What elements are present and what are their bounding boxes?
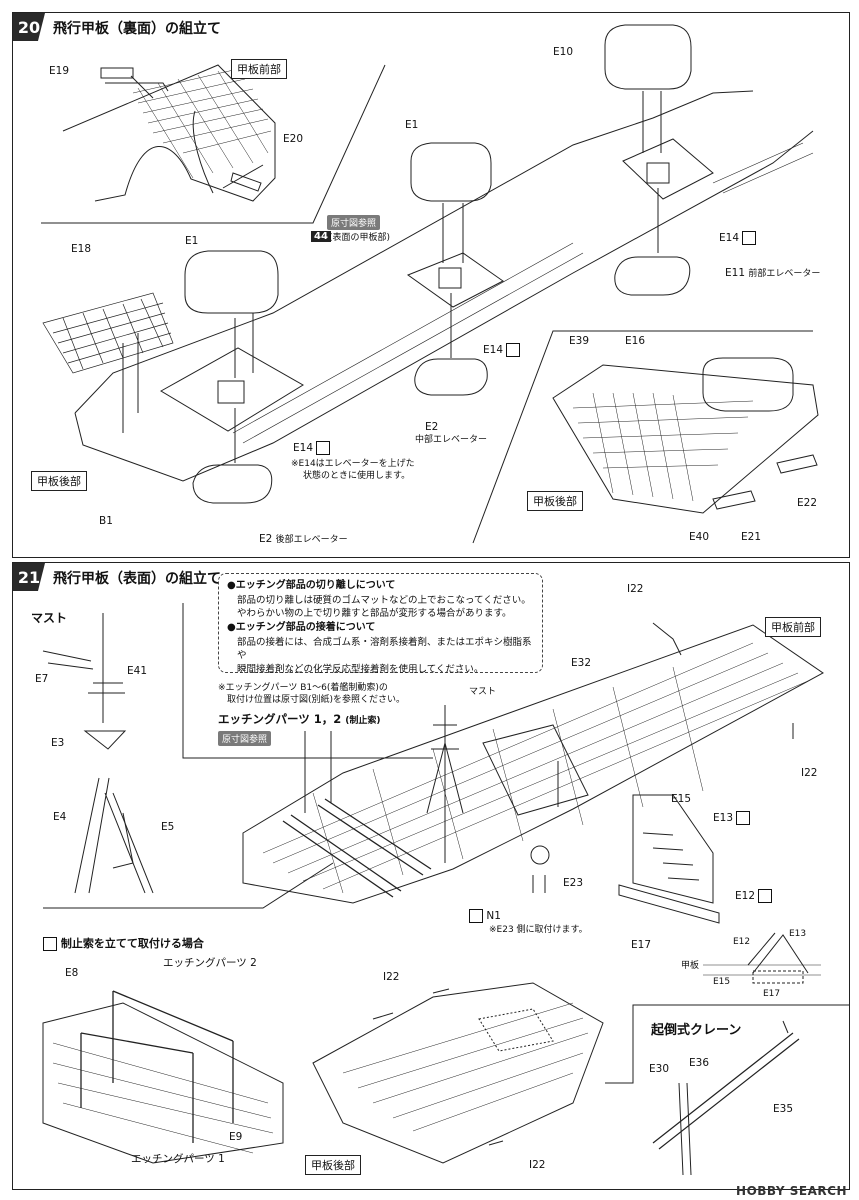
xsec-e12: E12	[733, 937, 751, 947]
label-e17: E17	[631, 939, 651, 951]
step-21-panel: 21 飛行甲板（表面）の組立て ●エッチング部品の切り離しについて 部品の切り離…	[12, 562, 850, 1190]
e14-note-line2: 状態のときに使用します。	[303, 471, 411, 481]
cut-mark-icon	[758, 889, 773, 903]
checker-mark-icon	[506, 343, 521, 357]
cut-mark-icon	[736, 811, 751, 825]
label-e15: E15	[671, 793, 691, 805]
crane-inset-title: 起倒式クレーン	[651, 1023, 742, 1038]
label-e2-mid: E2	[425, 421, 439, 433]
label-etch-2: エッチングパーツ 2	[163, 957, 257, 969]
label-e39: E39	[569, 335, 589, 347]
label-e19: E19	[49, 65, 69, 77]
xsec-e13: E13	[789, 929, 807, 939]
watermark: HOBBY SEARCH	[736, 1184, 847, 1198]
label-e2-left: E2 後部エレベーター	[259, 533, 348, 545]
label-e13: E13	[713, 811, 751, 825]
etch-note-line1: ※エッチングパーツ B1～6(着艦制動索)の	[218, 683, 388, 693]
label-front-deck: 甲板前部	[765, 617, 821, 637]
etch-note-line2: 取付け位置は原寸図(別紙)を参照ください。	[227, 695, 406, 705]
label-e5: E5	[161, 821, 175, 833]
label-front-deck: 甲板前部	[231, 59, 287, 79]
label-e3: E3	[51, 737, 65, 749]
note-heading-2: ●エッチング部品の接着について	[227, 622, 376, 634]
label-e1-left: E1	[185, 235, 199, 247]
checker-mark-icon	[316, 441, 331, 455]
label-e21: E21	[741, 531, 761, 543]
cut-mark-icon	[469, 909, 483, 923]
label-rear-deck: 甲板後部	[31, 471, 87, 491]
label-i22-top: I22	[627, 583, 644, 595]
label-e14-mid: E14	[483, 343, 521, 357]
label-e20: E20	[283, 133, 303, 145]
step-title: 飛行甲板（表面）の組立て	[53, 571, 221, 587]
note-heading-1: ●エッチング部品の切り離しについて	[227, 580, 396, 591]
label-mast-title: マスト	[31, 611, 68, 625]
note-line-2: やわらかい物の上で切り離すと部品が変形する場合があります。	[237, 608, 512, 620]
label-e8: E8	[65, 967, 79, 979]
label-i22-bottom-top: I22	[383, 971, 400, 983]
barrier-inset-title: 制止索を立てて取付ける場合	[43, 935, 204, 951]
label-e12: E12	[735, 889, 773, 903]
step-21-drawing	[42, 603, 849, 1176]
note-line-1: 部品の切り離しは硬質のゴムマットなどの上でおこなってください。	[237, 594, 531, 606]
label-mast-center: マスト	[469, 687, 497, 697]
label-e9: E9	[229, 1131, 243, 1143]
note-line-3: 部品の接着には、合成ゴム系・溶剤系接着剤、またはエポキシ樹脂系や	[237, 636, 532, 662]
step-number: 20	[13, 13, 45, 41]
label-e36: E36	[689, 1057, 709, 1069]
label-etch-parts-12: エッチングパーツ 1，2 (制止索)	[218, 712, 381, 726]
n1-note: ※E23 側に取付けます。	[489, 925, 588, 935]
label-e1-top: E1	[405, 119, 419, 131]
label-etch-1: エッチングパーツ 1	[131, 1153, 225, 1165]
label-n1: N1	[469, 909, 501, 923]
label-e10: E10	[553, 46, 573, 58]
xsec-e15: E15	[713, 977, 731, 987]
ref-badge: 原寸図参照	[327, 215, 381, 230]
etching-note-box: ●エッチング部品の切り離しについて 部品の切り離しは硬質のゴムマットなどの上でお…	[218, 573, 543, 675]
label-rear-deck-2: 甲板後部	[527, 491, 583, 511]
label-e11: E11 前部エレベーター	[725, 267, 821, 279]
label-e40: E40	[689, 531, 709, 543]
label-rear-deck: 甲板後部	[305, 1155, 361, 1175]
label-e41: E41	[127, 665, 147, 677]
label-e35: E35	[773, 1103, 793, 1115]
label-i22-bottom: I22	[529, 1159, 546, 1171]
step-20-drawing	[41, 24, 819, 544]
label-e2-mid-desc: 中部エレベーター	[415, 435, 488, 445]
label-e4: E4	[53, 811, 67, 823]
label-i22-right: I22	[801, 767, 818, 779]
note-line-4: 瞬間接着剤などの化学反応型接着剤を使用してください。	[237, 664, 484, 676]
label-e23: E23	[563, 877, 583, 889]
label-e14-left: E14	[293, 441, 331, 455]
label-e7: E7	[35, 673, 49, 685]
label-e32: E32	[571, 657, 591, 669]
step-20-panel: 20 飛行甲板（裏面）の組立て	[12, 12, 850, 558]
ref-number: 44	[311, 231, 331, 242]
checker-mark-icon	[742, 231, 757, 245]
xsec-deck: 甲板	[681, 961, 700, 971]
step-title: 飛行甲板（裏面）の組立て	[53, 21, 221, 37]
ref-text: (表面の甲板部)	[329, 233, 391, 243]
label-b1: B1	[99, 515, 113, 527]
label-e18: E18	[71, 243, 91, 255]
label-e30: E30	[649, 1063, 669, 1075]
label-e22: E22	[797, 497, 817, 509]
e14-note-line1: ※E14はエレベーターを上げた	[291, 459, 415, 469]
checker-mark-icon	[43, 937, 57, 951]
label-e16: E16	[625, 335, 645, 347]
label-e14-right: E14	[719, 231, 757, 245]
xsec-e17: E17	[763, 989, 781, 999]
ref-badge: 原寸図参照	[218, 731, 272, 746]
